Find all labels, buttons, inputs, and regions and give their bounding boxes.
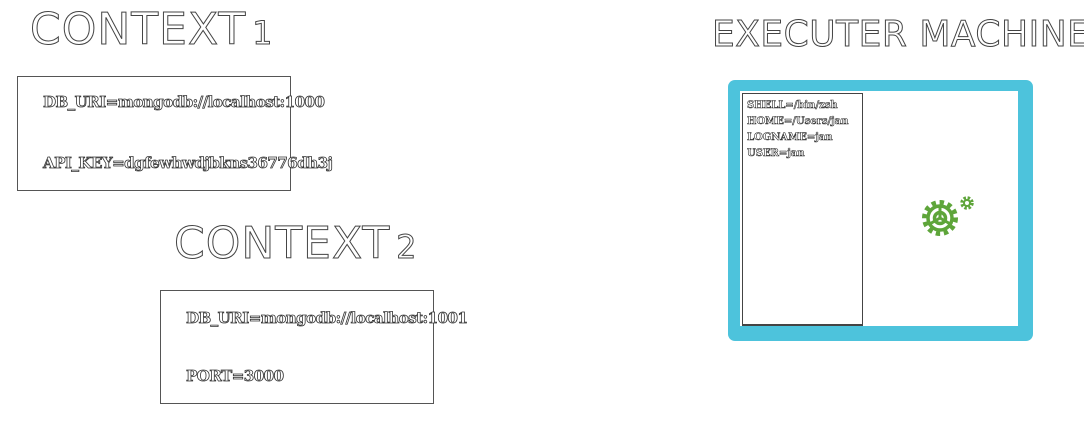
gear-icon <box>913 190 979 246</box>
executer-machine: SHELL=/bin/zsh HOME=/Users/jan LOGNAME=j… <box>728 80 1033 341</box>
context-2-title-text: CONTEXT <box>173 218 391 270</box>
context-2-number: 2 <box>396 230 418 267</box>
machine-screen: SHELL=/bin/zsh HOME=/Users/jan LOGNAME=j… <box>740 91 1018 326</box>
context-1-env-box: DB_URI=mongodb://localhost:1000 API_KEY=… <box>17 76 333 191</box>
context-1-title-text: CONTEXT <box>29 4 247 56</box>
shell-env-line: HOME=/Users/jan <box>747 116 849 128</box>
context-1-env-line: API_KEY=dgfewhwdjbkns36776dh3j <box>43 154 334 173</box>
shell-env-line: LOGNAME=jan <box>747 132 833 144</box>
context-2-env-line: DB_URI=mongodb://localhost:1001 <box>186 309 469 328</box>
context-2-env-line: PORT=3000 <box>186 367 285 386</box>
executer-machine-title: EXECUTER MACHINE <box>711 14 1084 56</box>
context-1-number: 1 <box>252 16 274 53</box>
shell-env-panel: SHELL=/bin/zsh HOME=/Users/jan LOGNAME=j… <box>742 93 863 326</box>
context-2-env-box: DB_URI=mongodb://localhost:1001 PORT=300… <box>160 290 468 404</box>
shell-env-line: USER=jan <box>747 148 805 160</box>
shell-env-line: SHELL=/bin/zsh <box>747 100 838 112</box>
context-1-env-line: DB_URI=mongodb://localhost:1000 <box>43 93 326 112</box>
